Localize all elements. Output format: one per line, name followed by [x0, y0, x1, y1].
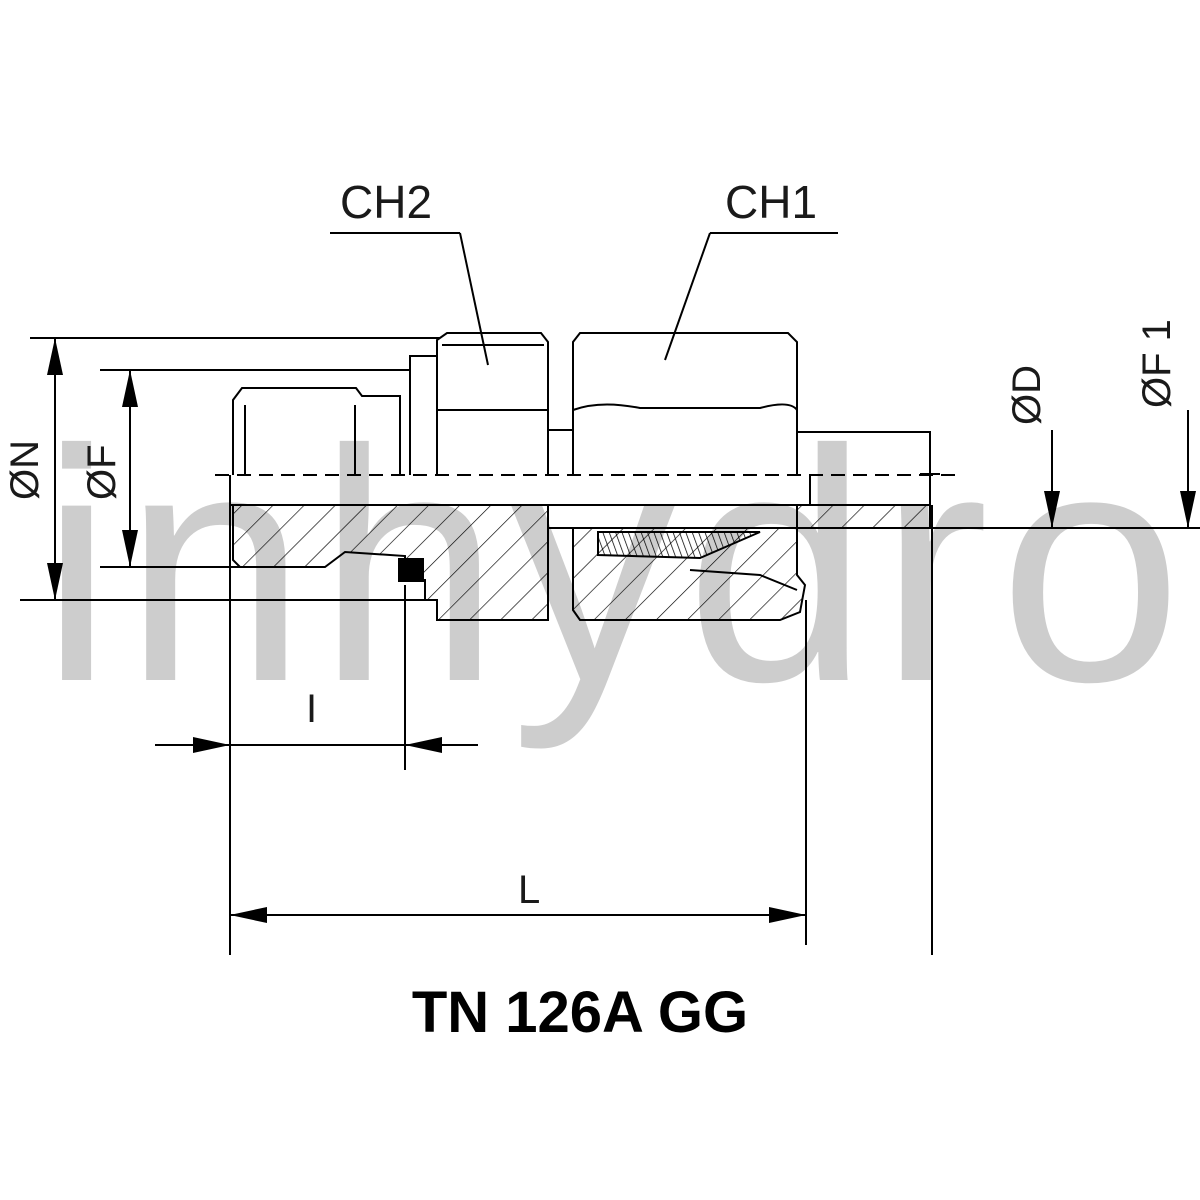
ch1-leader	[664, 232, 838, 361]
ch2-leader	[330, 232, 489, 366]
dim-l	[230, 907, 806, 923]
dim-n	[20, 337, 440, 601]
ch1-label: CH1	[725, 176, 817, 228]
fitting-upper-outline	[232, 332, 931, 475]
dim-i-label: I	[306, 687, 317, 731]
drawing-title: TN 126A GG	[412, 980, 748, 1045]
dim-f1-label: ØF 1	[1135, 319, 1179, 408]
dim-d-label: ØD	[1005, 365, 1049, 425]
dim-l-label: L	[518, 868, 540, 912]
dim-i	[155, 737, 478, 753]
dim-d	[930, 430, 1200, 529]
dim-f1	[920, 410, 1196, 528]
dim-n-label: ØN	[3, 440, 47, 500]
dim-f-label: ØF	[80, 444, 124, 500]
dim-f	[100, 369, 410, 568]
fitting-section	[229, 475, 931, 621]
ch2-label: CH2	[340, 176, 432, 228]
